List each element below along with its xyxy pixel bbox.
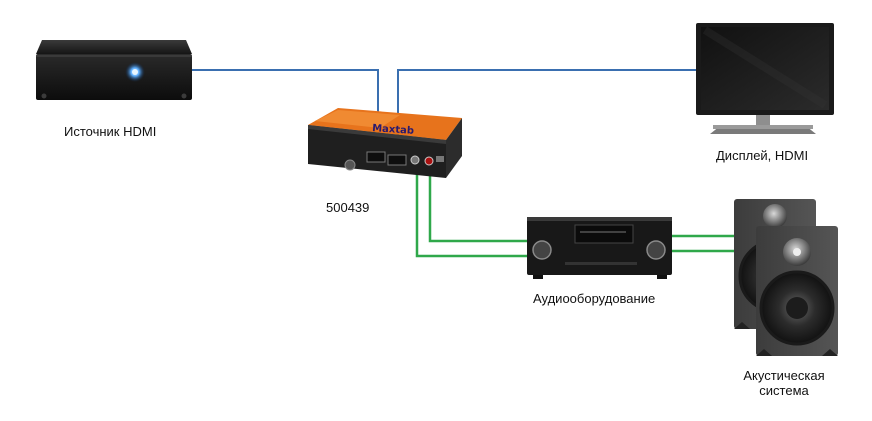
label-speakers-line1: Акустическая bbox=[743, 368, 825, 383]
label-hdmi-source: Источник HDMI bbox=[64, 124, 157, 139]
label-audio-equipment: Аудиооборудование bbox=[533, 291, 656, 306]
av-receiver-icon bbox=[527, 217, 672, 279]
media-player-icon bbox=[36, 40, 192, 100]
audio-cables bbox=[415, 165, 760, 258]
label-speakers-line2: система bbox=[759, 383, 809, 398]
hdmi-audio-extractor-icon: Maxtab bbox=[308, 108, 462, 178]
label-display: Дисплей, HDMI bbox=[716, 148, 809, 163]
speaker-icon bbox=[756, 226, 838, 356]
audio-cable-right bbox=[428, 165, 527, 243]
monitor-icon bbox=[696, 23, 834, 134]
label-converter: 500439 bbox=[326, 200, 370, 215]
audio-cable-left bbox=[415, 165, 527, 258]
